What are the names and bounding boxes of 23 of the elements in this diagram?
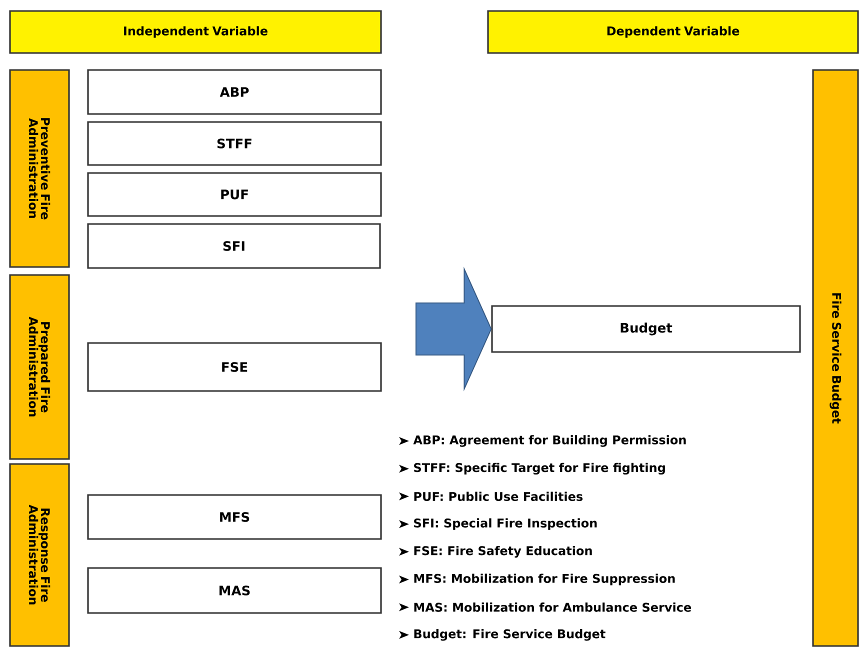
category-band: Response Fire Administration xyxy=(9,463,70,647)
variable-box: MAS xyxy=(87,567,382,614)
list-item: Budget: Fire Service Budget xyxy=(399,629,606,641)
variable-box: SFI xyxy=(87,223,381,269)
variable-box: Budget xyxy=(491,305,801,353)
category-band: Prepared Fire Administration xyxy=(9,274,70,460)
list-item: SFI: Special Fire Inspection xyxy=(399,518,597,530)
list-item: MAS: Mobilization for Ambulance Service xyxy=(399,602,692,612)
category-band: Preventive Fire Administration xyxy=(9,69,70,268)
variable-box: MFS xyxy=(87,494,382,540)
variable-box: PUF xyxy=(87,172,382,217)
variable-box: FSE xyxy=(87,342,382,392)
header-bar: Independent Variable xyxy=(9,10,382,54)
variable-box: ABP xyxy=(87,69,382,115)
header-bar: Dependent Variable xyxy=(487,10,859,54)
list-item: FSE: Fire Safety Education xyxy=(399,546,592,558)
list-item: STFF: Specific Target for Fire fighting xyxy=(399,462,665,475)
category-band: Fire Service Budget xyxy=(812,69,859,647)
list-item: ABP: Agreement for Building Permission xyxy=(399,435,686,447)
list-item: PUF: Public Use Facilities xyxy=(399,492,583,502)
list-item: MFS: Mobilization for Fire Suppression xyxy=(399,574,675,586)
block-arrow xyxy=(416,266,492,392)
variable-box: STFF xyxy=(87,121,382,166)
